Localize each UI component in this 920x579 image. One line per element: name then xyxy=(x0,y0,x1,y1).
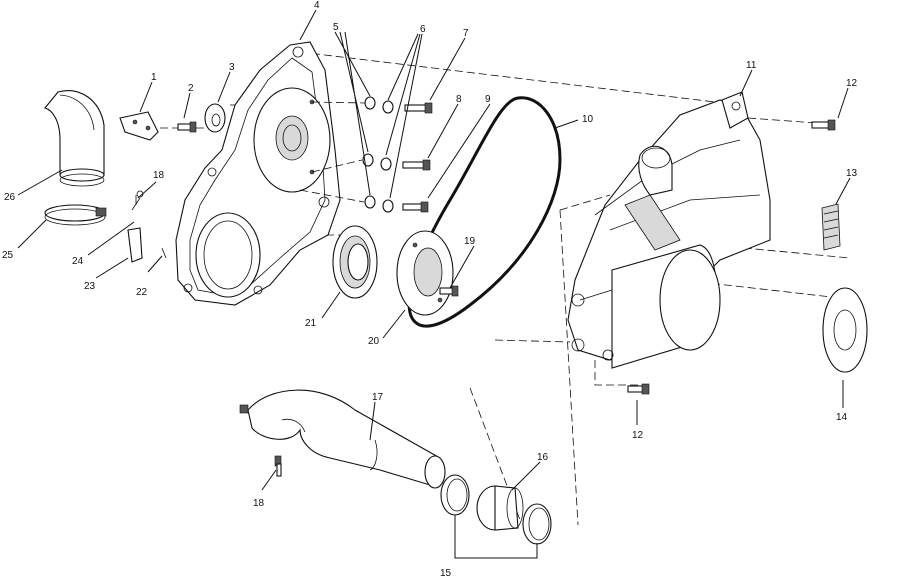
duct-elbow-26 xyxy=(44,90,105,187)
callout-labels: 1 2 3 4 5 6 7 8 9 10 11 12 12 13 14 15 1… xyxy=(2,0,858,579)
callout-4: 4 xyxy=(314,0,320,11)
callout-11: 11 xyxy=(746,60,757,71)
screw-18 xyxy=(274,455,282,477)
outlet-duct-17 xyxy=(239,389,446,489)
inner-cover-4 xyxy=(175,41,341,306)
callout-17: 17 xyxy=(372,392,384,403)
callout-14: 14 xyxy=(836,412,848,423)
callout-9: 9 xyxy=(485,94,491,105)
callout-22: 22 xyxy=(136,287,148,298)
callout-23: 23 xyxy=(84,281,96,292)
washers-and-bolts xyxy=(299,96,433,213)
screw-2 xyxy=(177,121,197,133)
callout-12-top: 12 xyxy=(846,78,858,89)
disc-14 xyxy=(822,287,868,373)
seal-21 xyxy=(332,225,378,299)
callout-18-bottom: 18 xyxy=(253,498,265,509)
screw-19 xyxy=(439,285,459,297)
callout-1: 1 xyxy=(151,72,157,83)
leader-lines xyxy=(17,9,851,559)
callout-12-bottom: 12 xyxy=(632,430,644,441)
bracket-1 xyxy=(119,111,159,141)
screws-12 xyxy=(627,119,836,395)
callout-24: 24 xyxy=(72,256,84,267)
callout-20: 20 xyxy=(368,336,380,347)
callout-2: 2 xyxy=(188,83,194,94)
callout-7: 7 xyxy=(463,28,469,39)
small-hardware-22-24 xyxy=(127,190,167,263)
callout-16: 16 xyxy=(537,452,549,463)
callout-3: 3 xyxy=(229,62,235,73)
callout-19: 19 xyxy=(464,236,476,247)
plate-20 xyxy=(396,230,454,316)
callout-18-top: 18 xyxy=(153,170,165,181)
callout-26: 26 xyxy=(4,192,16,203)
hose-clamp-25 xyxy=(44,204,107,226)
decal-13 xyxy=(821,203,841,251)
callout-25: 25 xyxy=(2,250,14,261)
washer-3 xyxy=(204,103,226,133)
clamps-15 xyxy=(440,474,552,545)
callout-10: 10 xyxy=(582,114,594,125)
callout-21: 21 xyxy=(305,318,317,329)
callout-6: 6 xyxy=(420,24,426,35)
callout-5: 5 xyxy=(333,22,339,33)
drive-belt-10 xyxy=(407,96,562,328)
callout-15: 15 xyxy=(440,568,452,579)
outer-cover-11 xyxy=(567,91,771,369)
callout-13: 13 xyxy=(846,168,858,179)
callout-8: 8 xyxy=(456,94,462,105)
sleeve-16 xyxy=(476,485,524,531)
